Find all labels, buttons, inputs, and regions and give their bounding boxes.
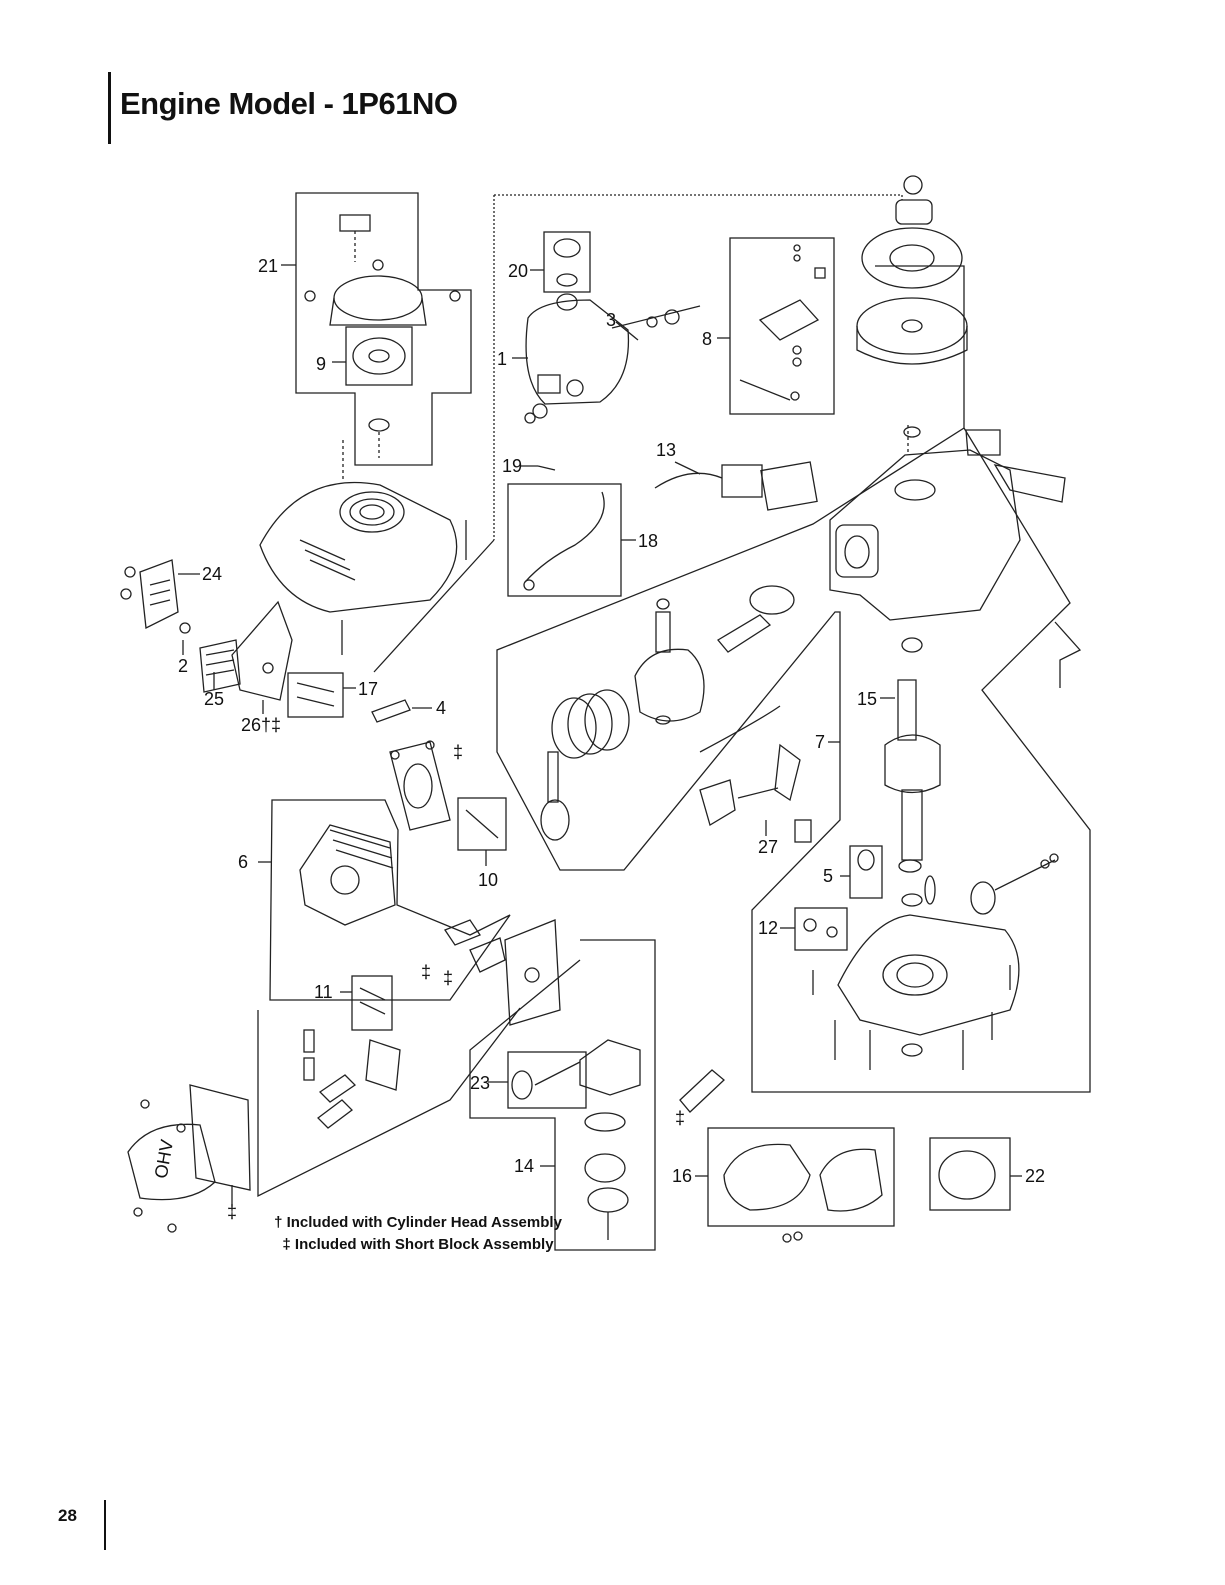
short-block-mark: ‡ [227,1202,237,1222]
breather-tube [525,492,604,582]
callout-16: 16 [672,1166,692,1186]
starter-cup [896,200,932,224]
callout-18: 18 [638,531,658,551]
fuel-cap-box-20 [544,232,590,292]
piston-ring-2 [568,694,612,754]
valve-box-11 [352,976,392,1030]
governor-arm [775,745,800,800]
short-block-mark: ‡ [675,1108,685,1128]
callout-25: 25 [204,689,224,709]
footnotes: † Included with Cylinder Head Assembly ‡… [268,1212,568,1256]
ohv-decal: OHV [151,1138,177,1180]
callout-10: 10 [478,870,498,890]
primer-box-23 [508,1052,586,1108]
stud-box-17 [288,673,343,717]
callout-22: 22 [1025,1166,1045,1186]
flywheel-nut [904,176,922,194]
callout-2: 2 [178,656,188,676]
crankshaft-web [885,735,940,793]
callout-19: 19 [502,456,522,476]
short-block-mark: ‡ [421,962,431,982]
recoil-starter-group-outline [296,193,471,465]
connecting-rod [718,615,770,652]
starter-handle [340,215,370,231]
callout-24: 24 [202,564,222,584]
callout-1: 1 [497,349,507,369]
dipstick-box-5 [850,846,882,898]
callout-9: 9 [316,354,326,374]
page-number-rule [104,1500,106,1550]
cylinder-head-group-outline [270,800,510,1000]
pulley-box-9 [346,327,412,385]
muffler-gasket [232,602,292,700]
governor-box-8 [730,238,834,414]
callout-26: 26†‡ [241,715,281,735]
crankshaft-upper [898,680,916,740]
callout-14: 14 [514,1156,534,1176]
piston-ring-3 [585,690,629,750]
cooling-fan [862,228,962,288]
short-block-outline [497,266,1090,1092]
callout-5: 5 [823,866,833,886]
callout-11: 11 [314,982,333,1002]
valve-cover-gasket [190,1085,250,1190]
carburetor [580,1040,640,1095]
callout-23: 23 [470,1073,490,1093]
camshaft-gear [541,800,569,840]
callout-8: 8 [702,329,712,349]
callout-3: 3 [606,310,616,330]
valve-train-outline [258,1008,520,1196]
callout-7: 7 [815,732,825,752]
muffler-guard [140,560,178,628]
flywheel [857,298,967,354]
page-number: 28 [58,1506,77,1526]
governor-gear [971,882,995,914]
callout-4: 4 [436,698,446,718]
callout-27: 27 [758,837,778,857]
callout-21: 21 [258,256,278,276]
callout-6: 6 [238,852,248,872]
crankcase-block [830,450,1020,620]
callout-13: 13 [656,440,676,460]
callout-17: 17 [358,679,378,699]
ignition-coil [722,465,762,497]
note-short-block: ‡ Included with Short Block Assembly [268,1234,568,1256]
note-cylinder-head: † Included with Cylinder Head Assembly [268,1212,568,1234]
drain-plug-box-12 [795,908,847,950]
piston-ring-1 [552,698,596,758]
piston [635,649,704,721]
callout-15: 15 [857,689,877,709]
callout-20: 20 [508,261,528,281]
callout-12: 12 [758,918,778,938]
spark-plug [372,700,410,722]
short-block-mark: ‡ [453,742,463,762]
starter-housing [334,276,422,320]
air-filter-box-16 [708,1128,894,1226]
short-block-mark: ‡ [443,968,453,988]
insulator-gasket [505,920,560,1025]
cylinder-head [300,825,395,925]
